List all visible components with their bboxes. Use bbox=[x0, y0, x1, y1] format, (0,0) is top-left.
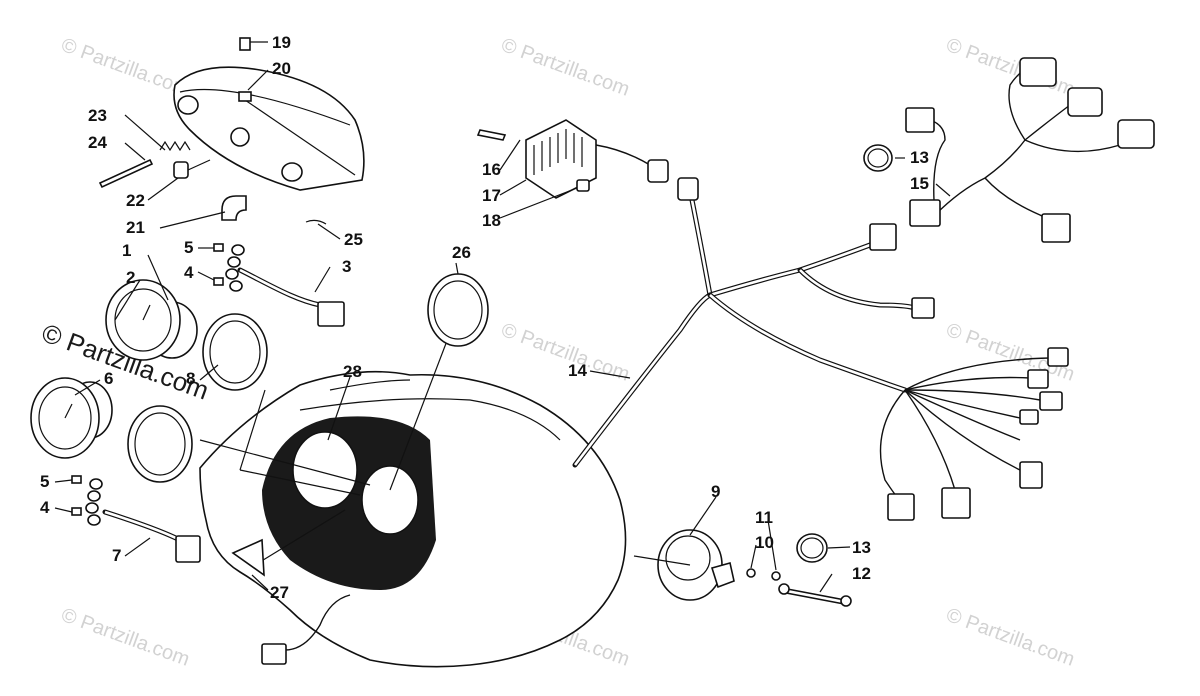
callout-15: 15 bbox=[910, 174, 929, 193]
callout-19: 19 bbox=[272, 33, 291, 52]
watermark: © Partzilla.com bbox=[498, 319, 632, 386]
callout-23: 23 bbox=[88, 106, 107, 125]
callout-4: 4 bbox=[184, 263, 194, 282]
callout-2: 2 bbox=[126, 268, 135, 287]
callout-1: 1 bbox=[122, 241, 131, 260]
bezel-ring bbox=[427, 273, 489, 347]
speedometer-gauge bbox=[30, 377, 113, 459]
watermark: © Partzilla.com bbox=[58, 604, 192, 671]
callout-5: 5 bbox=[40, 472, 49, 491]
hardware-small bbox=[746, 568, 852, 607]
gauge-seal-ring bbox=[202, 313, 268, 391]
callout-24: 24 bbox=[88, 133, 107, 152]
watermark: © Partzilla.com bbox=[498, 34, 632, 101]
callout-26: 26 bbox=[452, 243, 471, 262]
callout-16: 16 bbox=[482, 160, 501, 179]
callout-18: 18 bbox=[482, 211, 501, 230]
callout-13: 13 bbox=[852, 538, 871, 557]
callout-17: 17 bbox=[482, 186, 501, 205]
callout-28: 28 bbox=[343, 362, 362, 381]
callout-14: 14 bbox=[568, 361, 587, 380]
callout-4: 4 bbox=[40, 498, 50, 517]
light-housing-cup bbox=[633, 529, 735, 601]
headlight-assembly bbox=[98, 37, 365, 225]
callout-12: 12 bbox=[852, 564, 871, 583]
callout-27: 27 bbox=[270, 583, 289, 602]
callout-10: 10 bbox=[755, 533, 774, 552]
gauge-harness-lower bbox=[71, 475, 201, 563]
callout-11: 11 bbox=[755, 508, 773, 527]
retaining-ring bbox=[796, 533, 828, 563]
retaining-ring bbox=[863, 144, 893, 172]
main-wiring-harness bbox=[572, 177, 935, 468]
sub-harness-upper-right bbox=[905, 57, 1155, 243]
dash-housing bbox=[199, 370, 627, 668]
callout-13: 13 bbox=[910, 148, 929, 167]
gauge-harness-upper bbox=[213, 243, 345, 327]
callout-5: 5 bbox=[184, 238, 193, 257]
callout-9: 9 bbox=[711, 482, 720, 501]
callout-21: 21 bbox=[126, 218, 145, 237]
tachometer-gauge bbox=[105, 279, 198, 361]
callout-7: 7 bbox=[112, 546, 121, 565]
callout-3: 3 bbox=[342, 257, 351, 276]
watermark: © Partzilla.com bbox=[58, 34, 192, 101]
callout-8: 8 bbox=[186, 369, 195, 388]
callout-22: 22 bbox=[126, 191, 145, 210]
reflector-triangle bbox=[231, 538, 265, 577]
leader-lines bbox=[54, 41, 951, 593]
callout-labels: 1 2 3 4 4 5 5 6 7 8 9 10 11 12 13 13 14 … bbox=[40, 33, 929, 602]
callout-6: 6 bbox=[104, 369, 113, 388]
dash-connector-wire bbox=[261, 594, 351, 665]
gauge-seal-ring bbox=[127, 405, 193, 483]
voltage-regulator bbox=[476, 119, 669, 199]
watermark: © Partzilla.com bbox=[943, 604, 1077, 671]
harness-branch-right bbox=[879, 347, 1069, 521]
callout-20: 20 bbox=[272, 59, 291, 78]
callout-25: 25 bbox=[344, 230, 363, 249]
watermark: © Partzilla.com bbox=[943, 34, 1077, 101]
